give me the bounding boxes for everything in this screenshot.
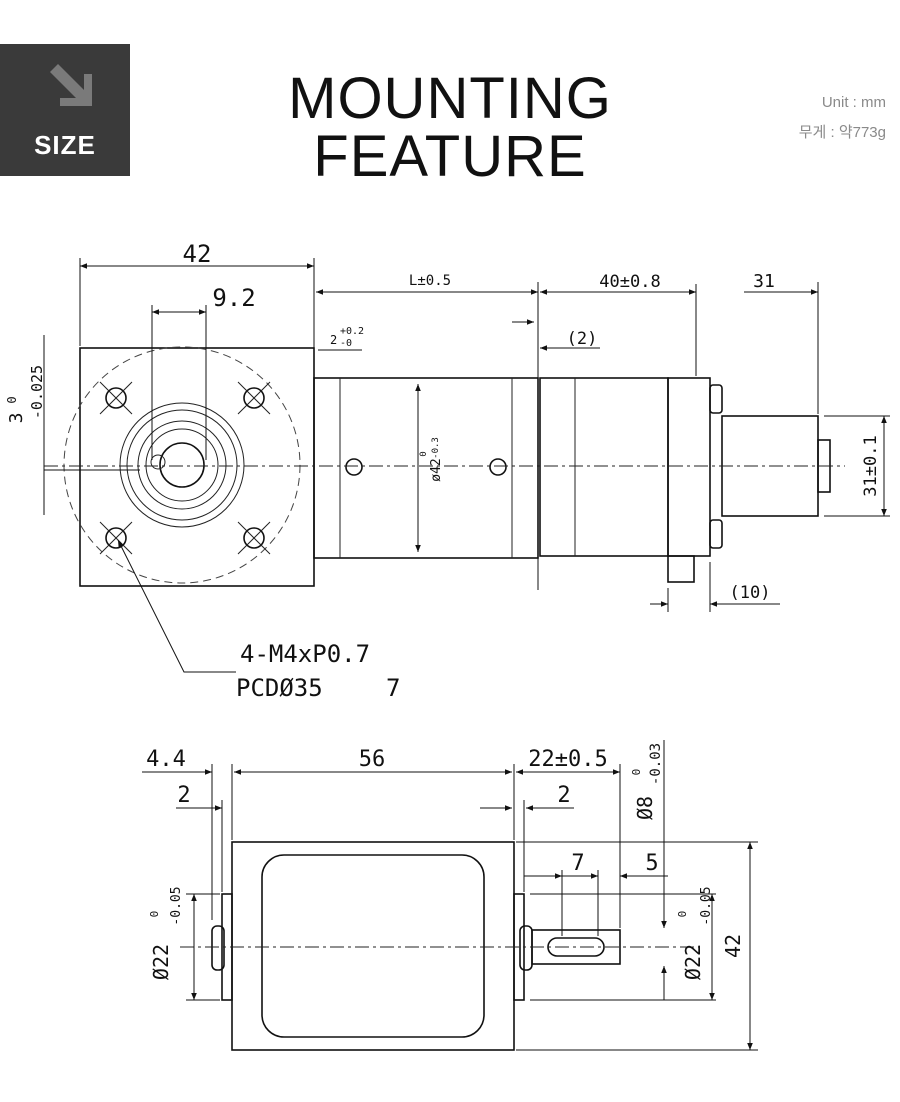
dim-bottom-shaft: 22±0.5 [528,747,607,772]
page-title: MOUNTING FEATURE [288,66,612,189]
motor-body [313,377,539,559]
foot [667,555,695,583]
top-view: 42 9.2 L±0.5 40±0.8 31 (2) 2 +0.2 -0 3 0… [5,240,890,702]
dim-bottom-body: 56 [359,747,386,772]
callout-thread: 4-M4xP0.7 [240,640,370,668]
dim-boss-right-tol-up: 0 [676,911,689,918]
dim-gear-height: 31±0.1 [861,435,881,496]
dim-key-length: 7 [571,851,584,876]
weight-text: 무게 : 약773g [798,124,886,141]
dim-pilot-offset: 9.2 [212,284,255,312]
size-badge-label: SIZE [34,130,96,160]
size-badge: SIZE [0,44,130,176]
pilot-outer [119,402,245,528]
dim-shaft-dia: Ø8 [633,796,657,820]
dim-gear-length: 40±0.8 [599,272,660,292]
spec-meta: Unit : mm 무게 : 약773g [799,88,886,148]
mounting-holes [99,381,271,555]
dim-spacer-tol-low: -0 [340,338,352,349]
dim-flange-step: 2 [330,333,337,347]
dim-step-right: 2 [557,783,570,808]
dim-motor-length: L±0.5 [409,273,451,289]
pcd-circle [63,346,301,584]
dim-side-tol-low: -0.025 [28,365,46,419]
dim-boss-left-tol-low: -0.05 [169,886,184,925]
shaft-end [159,442,205,488]
dim-foot: (10) [730,583,771,603]
dim-step-left: 2 [177,783,190,808]
dim-boss-right: Ø22 [681,944,705,980]
dim-spacer-tol: +0.2 [340,326,364,337]
flange-square [79,347,315,587]
unit-text: Unit : mm [821,94,886,111]
dim-spacer: (2) [567,329,598,349]
gearbox-body [231,841,515,1051]
dim-key-offset: 5 [645,851,658,876]
bottom-view: 4.4 56 22±0.5 2 2 Ø8 0 -0.03 7 5 [142,740,758,1051]
gear-housing [539,377,669,557]
dim-side-nominal: 3 [6,413,27,424]
dim-body-height: 42 [721,934,745,958]
dim-body-dia: ø42 [429,458,444,481]
dim-boss-left: Ø22 [149,944,173,980]
dim-body-tol-low: -0.3 [431,437,441,459]
arrow-down-right-icon [50,64,92,106]
dim-shaft-length: 31 [753,271,775,292]
dim-shaft-tol-up: 0 [630,769,643,776]
dim-body-tol-up: 0 [419,451,429,456]
gearbox-face [261,854,485,1038]
dim-boss-right-tol-low: -0.05 [699,886,714,925]
dim-bottom-left: 4.4 [146,747,186,772]
callout-pcd-depth: 7 [386,674,400,702]
dim-flange-width: 42 [183,240,212,268]
dim-shaft-tol-low: -0.03 [648,743,664,785]
dim-boss-left-tol-up: 0 [148,911,161,918]
callout-pcd: PCDØ35 [236,674,323,702]
dim-side-tol-up: 0 [5,396,19,403]
